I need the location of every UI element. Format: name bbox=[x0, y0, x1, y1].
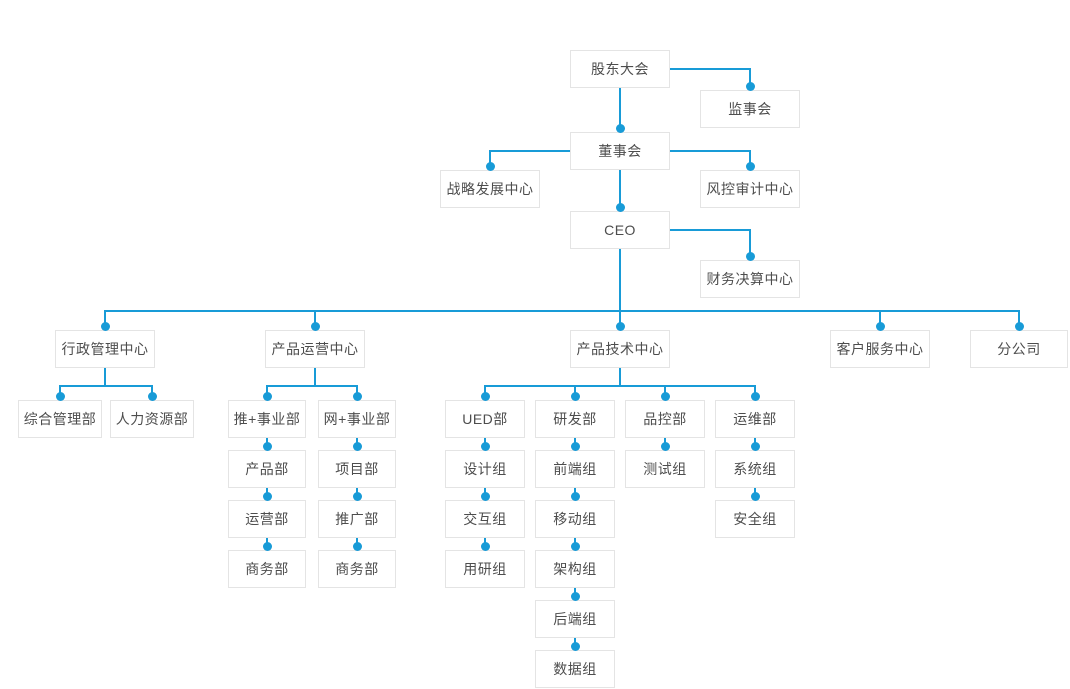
connector-line bbox=[749, 150, 751, 170]
connector-line bbox=[670, 68, 750, 70]
connector-line bbox=[314, 368, 316, 386]
connector-line bbox=[670, 150, 750, 152]
connector-dot bbox=[745, 161, 755, 171]
org-node-design-group: 设计组 bbox=[445, 450, 525, 488]
org-node-product-technology-center: 产品技术中心 bbox=[570, 330, 670, 368]
connector-line bbox=[266, 385, 358, 387]
connector-line bbox=[489, 150, 491, 170]
connector-dot bbox=[615, 321, 625, 331]
connector-dot bbox=[750, 441, 760, 451]
connector-line bbox=[670, 229, 750, 231]
org-node-architecture-group: 架构组 bbox=[535, 550, 615, 588]
connector-dot bbox=[1014, 321, 1024, 331]
connector-line bbox=[619, 170, 621, 211]
connector-dot bbox=[262, 491, 272, 501]
org-node-product-operation-center: 产品运营中心 bbox=[265, 330, 365, 368]
connector-dot bbox=[352, 391, 362, 401]
connector-dot bbox=[875, 321, 885, 331]
org-node-general-management-dept: 综合管理部 bbox=[18, 400, 102, 438]
connector-dot bbox=[262, 541, 272, 551]
connector-dot bbox=[352, 491, 362, 501]
org-node-testing-group: 测试组 bbox=[625, 450, 705, 488]
connector-line bbox=[104, 310, 1020, 312]
org-node-tui-business-dept: 推+事业部 bbox=[228, 400, 306, 438]
org-node-ops-dept: 运维部 bbox=[715, 400, 795, 438]
connector-dot bbox=[750, 391, 760, 401]
connector-line bbox=[879, 310, 881, 330]
org-node-interaction-group: 交互组 bbox=[445, 500, 525, 538]
org-node-frontend-group: 前端组 bbox=[535, 450, 615, 488]
org-node-project-dept: 项目部 bbox=[318, 450, 396, 488]
connector-line bbox=[490, 150, 571, 152]
connector-line bbox=[314, 310, 316, 330]
connector-line bbox=[59, 385, 153, 387]
connector-dot bbox=[352, 441, 362, 451]
org-node-system-group: 系统组 bbox=[715, 450, 795, 488]
connector-line bbox=[1018, 310, 1020, 330]
connector-line bbox=[749, 229, 751, 260]
connector-dot bbox=[570, 391, 580, 401]
connector-line bbox=[619, 310, 621, 330]
connector-dot bbox=[147, 391, 157, 401]
connector-dot bbox=[100, 321, 110, 331]
org-node-wang-business-dept: 网+事业部 bbox=[318, 400, 396, 438]
connector-dot bbox=[660, 391, 670, 401]
org-node-product-dept: 产品部 bbox=[228, 450, 306, 488]
org-node-operation-dept: 运营部 bbox=[228, 500, 306, 538]
connector-dot bbox=[262, 441, 272, 451]
org-node-branch-company: 分公司 bbox=[970, 330, 1068, 368]
org-node-board-of-directors: 董事会 bbox=[570, 132, 670, 170]
org-node-finance-settlement-center: 财务决算中心 bbox=[700, 260, 800, 298]
connector-dot bbox=[480, 391, 490, 401]
org-node-promotion-dept: 推广部 bbox=[318, 500, 396, 538]
org-node-shareholders-meeting: 股东大会 bbox=[570, 50, 670, 88]
connector-dot bbox=[570, 541, 580, 551]
connector-dot bbox=[352, 541, 362, 551]
connector-line bbox=[619, 249, 621, 310]
org-node-human-resources-dept: 人力资源部 bbox=[110, 400, 194, 438]
org-node-ued-dept: UED部 bbox=[445, 400, 525, 438]
connector-dot bbox=[485, 161, 495, 171]
org-node-customer-service-center: 客户服务中心 bbox=[830, 330, 930, 368]
org-node-mobile-group: 移动组 bbox=[535, 500, 615, 538]
connector-dot bbox=[570, 591, 580, 601]
connector-line bbox=[619, 368, 621, 386]
org-node-supervisory-board: 监事会 bbox=[700, 90, 800, 128]
connector-dot bbox=[745, 251, 755, 261]
connector-line bbox=[619, 88, 621, 132]
connector-dot bbox=[480, 541, 490, 551]
org-node-admin-management-center: 行政管理中心 bbox=[55, 330, 155, 368]
connector-dot bbox=[615, 123, 625, 133]
org-node-backend-group: 后端组 bbox=[535, 600, 615, 638]
org-node-business-dept-1: 商务部 bbox=[228, 550, 306, 588]
connector-dot bbox=[615, 202, 625, 212]
connector-line bbox=[749, 68, 751, 90]
org-node-security-group: 安全组 bbox=[715, 500, 795, 538]
org-node-data-group: 数据组 bbox=[535, 650, 615, 688]
connector-dot bbox=[480, 441, 490, 451]
connector-dot bbox=[745, 81, 755, 91]
connector-line bbox=[104, 310, 106, 330]
org-node-ceo: CEO bbox=[570, 211, 670, 249]
connector-dot bbox=[55, 391, 65, 401]
org-node-qc-dept: 品控部 bbox=[625, 400, 705, 438]
org-node-user-research-group: 用研组 bbox=[445, 550, 525, 588]
connector-dot bbox=[480, 491, 490, 501]
connector-dot bbox=[570, 441, 580, 451]
org-node-business-dept-2: 商务部 bbox=[318, 550, 396, 588]
org-node-strategy-development-center: 战略发展中心 bbox=[440, 170, 540, 208]
connector-line bbox=[104, 368, 106, 386]
connector-dot bbox=[750, 491, 760, 501]
connector-dot bbox=[262, 391, 272, 401]
connector-dot bbox=[310, 321, 320, 331]
connector-dot bbox=[660, 441, 670, 451]
org-node-risk-audit-center: 风控审计中心 bbox=[700, 170, 800, 208]
connector-dot bbox=[570, 491, 580, 501]
org-node-rd-dept: 研发部 bbox=[535, 400, 615, 438]
connector-dot bbox=[570, 641, 580, 651]
connector-line bbox=[484, 385, 756, 387]
